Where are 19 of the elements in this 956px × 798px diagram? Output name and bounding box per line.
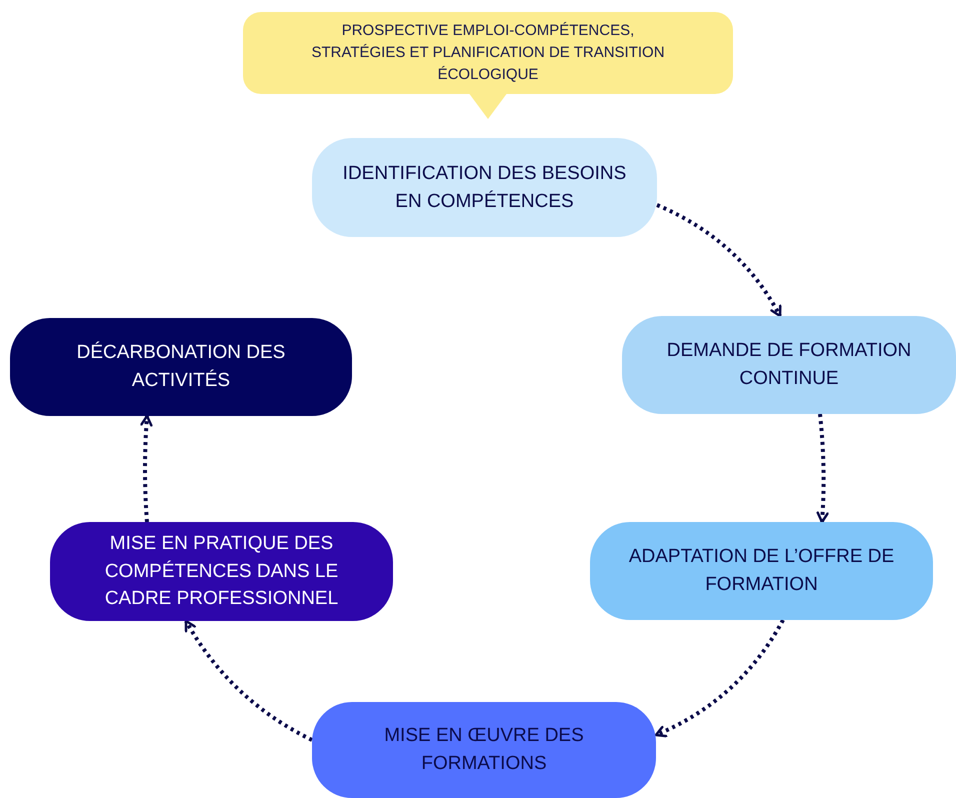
dotted-arrow (184, 620, 313, 742)
dotted-arrow (654, 619, 785, 738)
node-label: ADAPTATION DE L’OFFRE DE FORMATION (628, 545, 896, 597)
node-label: PROSPECTIVE EMPLOI-COMPÉTENCES, STRATÉGIES ET PLANIFICATION DE TRANSITION ÉCOLOGIQUE (310, 21, 666, 85)
dotted-arrow (140, 414, 153, 522)
process-box (590, 522, 933, 620)
dotted-arrow (816, 414, 829, 524)
node-label: IDENTIFICATION DES BESOINS EN COMPÉTENCES (342, 162, 628, 214)
node-label: MISE EN PRATIQUE DES COMPÉTENCES DANS LE CADRE PROFESSIONNEL (104, 532, 340, 612)
process-box (10, 318, 352, 416)
callout-bubble (243, 12, 733, 94)
node-label: MISE EN ŒUVRE DES FORMATIONS (383, 724, 585, 776)
process-box (312, 138, 657, 237)
node-label: DEMANDE DE FORMATION CONTINUE (666, 339, 912, 391)
process-box (622, 316, 956, 414)
process-box (312, 702, 656, 798)
dotted-arrow (656, 203, 782, 318)
node-label: DÉCARBONATION DES ACTIVITÉS (76, 340, 286, 393)
process-box (50, 522, 393, 621)
